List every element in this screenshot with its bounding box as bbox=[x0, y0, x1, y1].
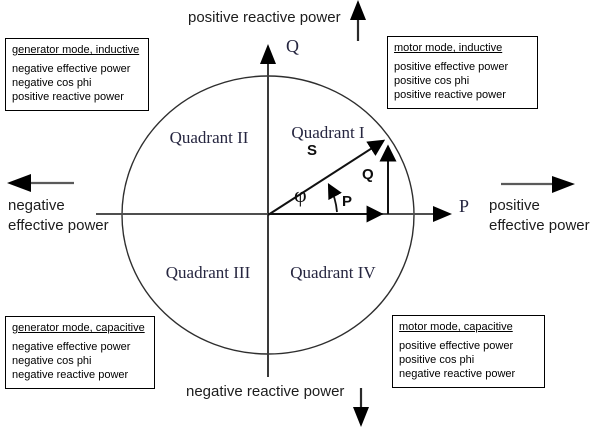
s-vector-label: S bbox=[307, 142, 318, 159]
info-box-line: positive effective power bbox=[399, 340, 514, 352]
info-box-motor-inductive: motor mode, inductive positive effective… bbox=[387, 36, 538, 109]
right-arrow-icon bbox=[501, 176, 575, 193]
info-box-title: generator mode, inductive bbox=[12, 44, 140, 56]
up-arrow-icon bbox=[350, 0, 366, 41]
info-box-line: positive cos phi bbox=[394, 75, 470, 87]
p-vector-label: P bbox=[342, 193, 353, 210]
quadrant-1-label: Quadrant I bbox=[291, 123, 365, 142]
info-box-title: motor mode, inductive bbox=[394, 42, 503, 54]
info-box-line: negative reactive power bbox=[399, 368, 516, 380]
positive-effective-power-label: positive effective power bbox=[489, 196, 590, 236]
info-box-line: positive reactive power bbox=[394, 89, 506, 101]
negative-reactive-power-label: negative reactive power bbox=[186, 383, 345, 400]
quadrant-4-label: Quadrant IV bbox=[290, 263, 376, 282]
phi-angle-arc bbox=[327, 182, 342, 213]
positive-reactive-power-label: positive reactive power bbox=[188, 9, 341, 26]
positive-effective-power-line2: effective power bbox=[489, 217, 590, 234]
info-box-line: negative cos phi bbox=[12, 355, 92, 367]
left-arrow-icon bbox=[7, 174, 74, 192]
info-box-line: positive reactive power bbox=[12, 91, 124, 103]
q-axis-arrow-icon bbox=[260, 44, 276, 64]
info-box-line: negative effective power bbox=[12, 341, 131, 353]
info-box-line: positive cos phi bbox=[399, 354, 475, 366]
q-axis-letter: Q bbox=[286, 36, 299, 56]
positive-effective-power-line1: positive bbox=[489, 197, 540, 214]
s-vector bbox=[267, 139, 386, 216]
info-box-motor-capacitive: motor mode, capacitive positive effectiv… bbox=[392, 315, 545, 388]
quadrant-2-label: Quadrant II bbox=[169, 128, 249, 147]
p-axis-arrow-icon bbox=[433, 206, 452, 222]
info-box-line: negative reactive power bbox=[12, 369, 129, 381]
q-vector-label: Q bbox=[362, 166, 374, 183]
negative-effective-power-label: negative effective power bbox=[8, 196, 109, 236]
info-box-title: generator mode, capacitive bbox=[12, 322, 145, 334]
info-box-line: negative cos phi bbox=[12, 77, 92, 89]
info-box-line: positive effective power bbox=[394, 61, 509, 73]
info-box-generator-inductive: generator mode, inductive negative effec… bbox=[5, 38, 149, 111]
info-box-title: motor mode, capacitive bbox=[399, 321, 513, 333]
phi-angle-label: φ bbox=[294, 182, 307, 207]
down-arrow-icon bbox=[353, 388, 369, 427]
info-box-generator-capacitive: generator mode, capacitive negative effe… bbox=[5, 316, 155, 389]
negative-effective-power-line1: negative bbox=[8, 197, 65, 214]
quadrant-3-label: Quadrant III bbox=[165, 263, 251, 282]
p-axis-letter: P bbox=[459, 196, 470, 216]
info-box-line: negative effective power bbox=[12, 63, 131, 75]
negative-effective-power-line2: effective power bbox=[8, 217, 109, 234]
